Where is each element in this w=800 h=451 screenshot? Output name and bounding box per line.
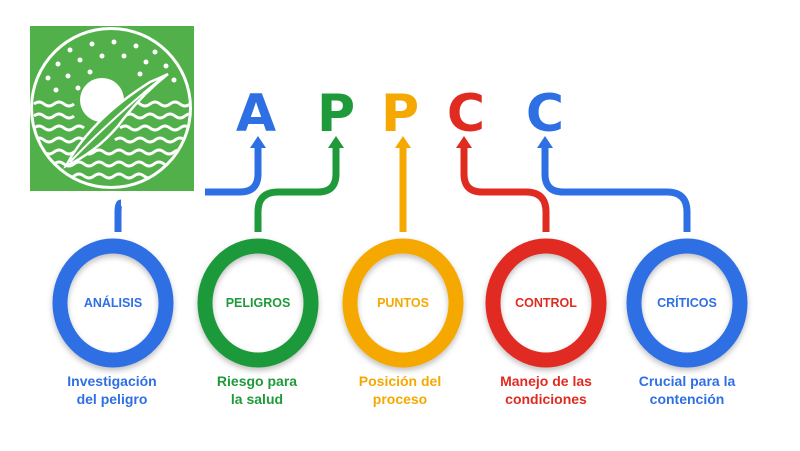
caption-line: la salud	[230, 391, 284, 407]
acronym-letter-c2: C	[525, 84, 565, 144]
ring-criticos	[626, 238, 748, 368]
arrow-c1	[456, 136, 472, 148]
ring-control	[485, 238, 607, 368]
acronym-letter-p1: P	[316, 84, 356, 144]
acronym-letter-c1: C	[446, 84, 486, 144]
caption-line: del peligro	[76, 391, 148, 407]
step-label-control: CONTROL	[515, 296, 577, 310]
ring-puntos	[342, 238, 464, 368]
ring-analisis	[52, 238, 174, 368]
step-label-criticos: CRÍTICOS	[657, 296, 717, 310]
arrow-a	[250, 136, 266, 148]
caption-line: Crucial para la	[638, 373, 736, 389]
step-caption-criticos: Crucial para la contención	[617, 372, 757, 408]
step-caption-peligros: Riesgo para la salud	[187, 372, 327, 408]
arrow-p2	[395, 136, 411, 148]
connector-c2	[541, 146, 691, 232]
step-label-puntos: PUNTOS	[377, 296, 429, 310]
connector-c1	[460, 146, 550, 232]
step-caption-control: Manejo de las condiciones	[476, 372, 616, 408]
leaf-sun-logo-icon	[30, 26, 194, 191]
step-caption-puntos: Posición del proceso	[330, 372, 470, 408]
caption-line: Posición del	[358, 373, 442, 389]
step-caption-analisis: Investigación del peligro	[42, 372, 182, 408]
caption-line: condiciones	[505, 391, 587, 407]
arrow-c2	[537, 136, 553, 148]
caption-line: Riesgo para	[216, 373, 298, 389]
step-label-analisis: ANÁLISIS	[83, 296, 143, 310]
step-label-peligros: PELIGROS	[225, 296, 291, 310]
connector-a	[114, 146, 262, 232]
caption-line: proceso	[372, 391, 428, 407]
caption-line: contención	[649, 391, 725, 407]
caption-line: Investigación	[67, 373, 157, 389]
connector-p1	[254, 146, 340, 232]
arrow-p1	[328, 136, 344, 148]
ring-peligros	[197, 238, 319, 368]
acronym-letter-a: A	[235, 84, 277, 144]
caption-line: Manejo de las	[500, 373, 592, 389]
acronym-letter-p2: P	[380, 84, 420, 144]
